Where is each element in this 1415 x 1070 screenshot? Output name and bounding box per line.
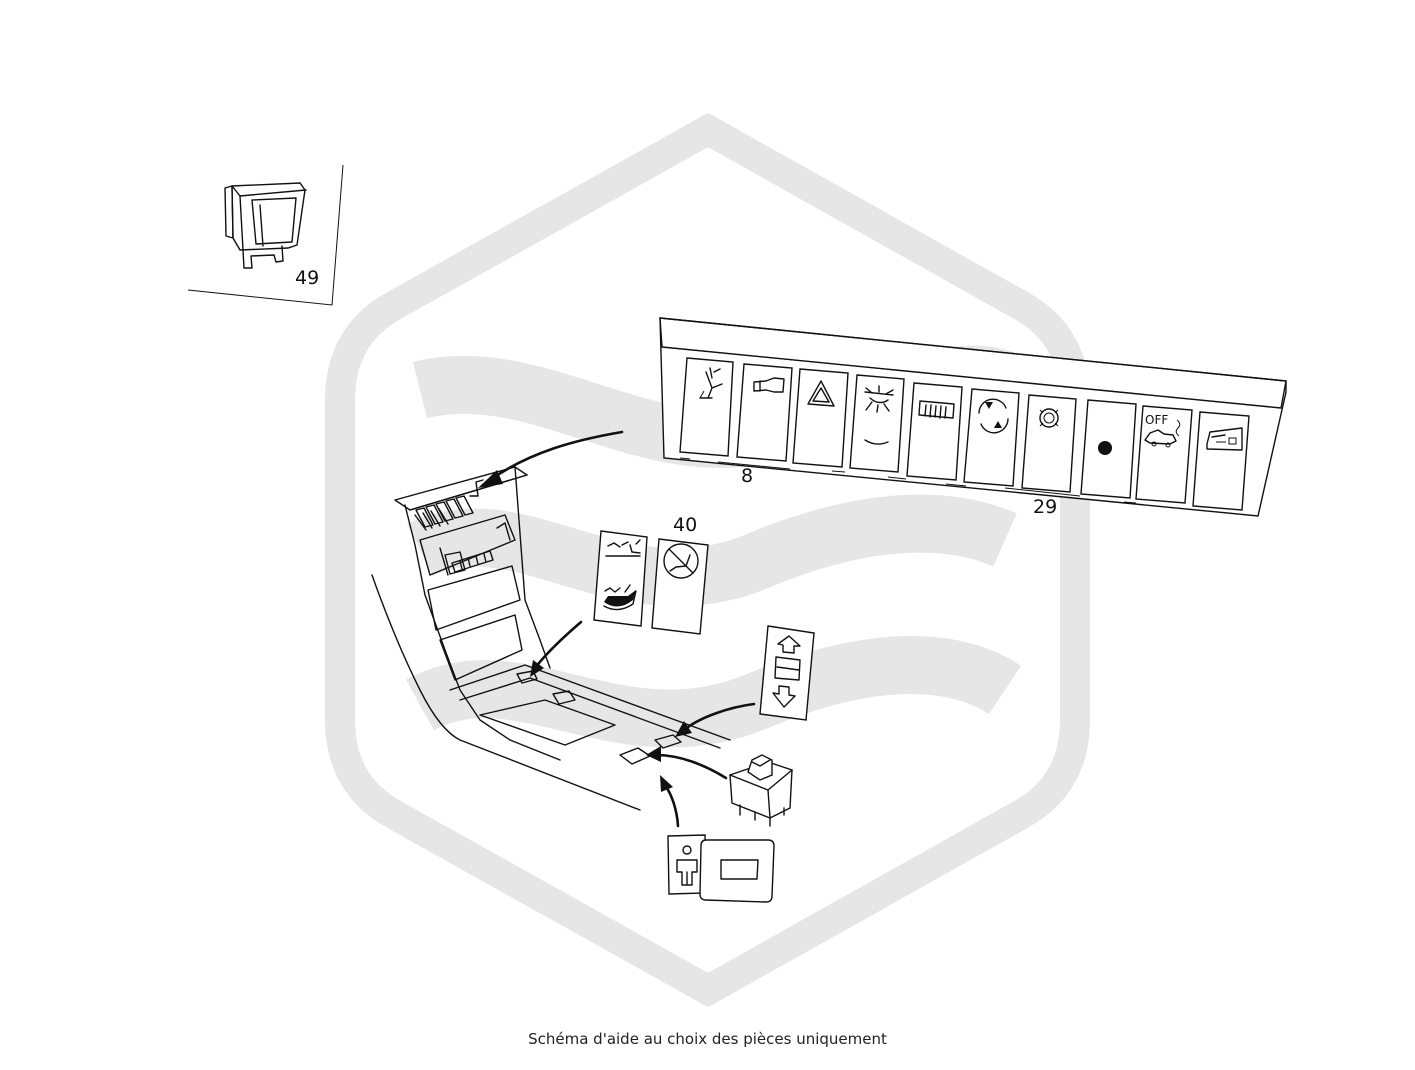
window-up-down-icon bbox=[759, 625, 815, 721]
callout-8: 8 bbox=[741, 465, 753, 487]
callout-49: 49 bbox=[295, 267, 319, 289]
seat-heater-disabled-switch: 40 bbox=[651, 514, 709, 635]
switch-1 bbox=[679, 357, 734, 457]
alarm-off-label: OFF bbox=[1145, 413, 1168, 427]
switch-housing-icon bbox=[187, 164, 344, 306]
switch-8 bbox=[1080, 399, 1137, 499]
center-console bbox=[371, 466, 731, 811]
callout-40: 40 bbox=[673, 514, 697, 536]
diagram-caption: Schéma d'aide au choix des pièces unique… bbox=[528, 1030, 887, 1048]
switch-3 bbox=[792, 368, 849, 468]
switch-5 bbox=[906, 382, 963, 481]
occupant-sensor-icon bbox=[667, 834, 775, 903]
switch-panel: OFF 8 29 bbox=[659, 317, 1287, 518]
callout-29: 29 bbox=[1033, 496, 1057, 518]
switch-7 bbox=[1021, 394, 1077, 493]
switch-4 bbox=[849, 374, 905, 473]
switch-6 bbox=[963, 388, 1020, 487]
arrows bbox=[478, 430, 756, 828]
seat-heater-switch bbox=[593, 530, 648, 627]
switch-2 bbox=[736, 363, 793, 462]
switch-10 bbox=[1192, 411, 1250, 511]
switch-9: OFF bbox=[1135, 405, 1193, 504]
relay-module-icon bbox=[729, 754, 793, 827]
